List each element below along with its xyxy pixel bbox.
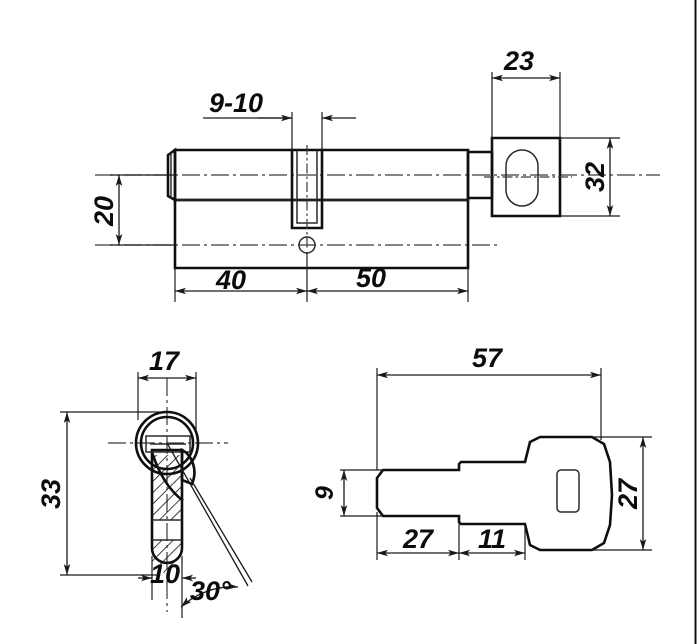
dim-label-40: 40: [215, 265, 246, 295]
dim-label-27-blade: 27: [402, 524, 435, 554]
plug-inner-circle: [139, 415, 195, 471]
dimension-web-width: 10: [138, 556, 196, 618]
dim-label-30deg: 30°: [190, 576, 231, 606]
dimension-knob-height: 32: [560, 137, 620, 217]
dim-label-50: 50: [356, 263, 386, 293]
main-side-view: 9-10 23 32 20: [89, 46, 660, 302]
profile-side-tab: [180, 447, 196, 486]
dim-label-17: 17: [149, 346, 181, 376]
key-side-nose: [166, 147, 177, 203]
dimension-key-length: 57: [376, 343, 602, 470]
dimension-knob-width: 23: [491, 46, 561, 152]
dim-label-57: 57: [472, 343, 504, 373]
key-head-hole: [556, 469, 580, 513]
dimension-profile-width: 17: [137, 346, 197, 435]
dim-label-23: 23: [503, 46, 534, 76]
dim-label-20: 20: [89, 196, 119, 227]
dimension-barrel-radius: 20: [89, 174, 175, 246]
dim-label-33: 33: [36, 479, 66, 509]
end-section-view: 17 33 10 30°: [36, 346, 253, 618]
angle-leader-line-2: [189, 477, 253, 583]
dimension-blade-height: 9: [311, 469, 383, 517]
angle-leader-line: [166, 442, 249, 587]
plug-outer-circle: [134, 410, 200, 476]
keyway-slot: [145, 435, 191, 453]
dim-label-11: 11: [478, 524, 506, 554]
dimension-blade-sections: 27 11: [376, 512, 526, 560]
dim-arc-30deg: [180, 582, 239, 608]
section-hatch-lower: [152, 540, 183, 574]
key-outline: [375, 435, 614, 552]
dimension-cam-angle: 30°: [180, 576, 239, 608]
dimension-body-lengths: 40 50: [174, 252, 469, 302]
dim-label-9-10: 9-10: [209, 88, 263, 118]
cam-lobe-curve: [150, 450, 184, 502]
dim-label-10: 10: [150, 559, 180, 589]
dimension-key-head-height: 27: [592, 436, 652, 551]
dimension-cam-width: 9-10: [203, 88, 356, 152]
dim-label-32: 32: [580, 162, 610, 192]
dim-label-9: 9: [311, 486, 339, 500]
dimension-profile-height: 33: [36, 411, 160, 576]
key-view: 57 27 9 27 11: [311, 343, 652, 560]
dim-label-27-head: 27: [613, 477, 643, 510]
knob-oval-recess: [505, 149, 539, 207]
